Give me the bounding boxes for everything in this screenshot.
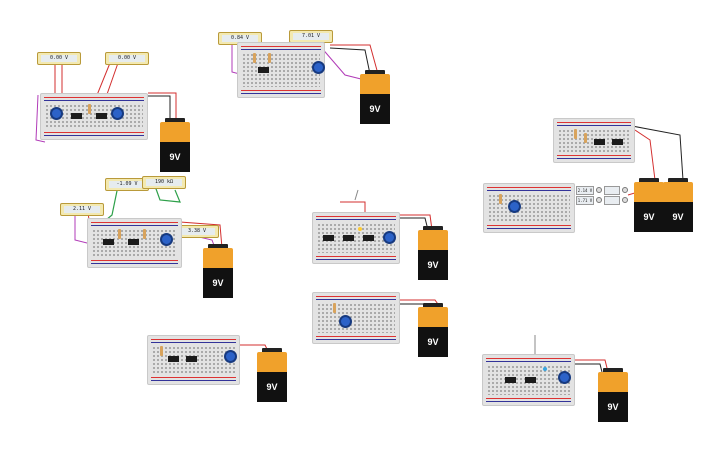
potentiometer[interactable] [508, 200, 521, 213]
resistor[interactable] [88, 104, 91, 114]
meter-reading: 3.38 V [179, 228, 215, 235]
battery-label: 9V [257, 372, 287, 402]
battery-9v[interactable]: 9V [418, 303, 448, 357]
resistor[interactable] [499, 194, 502, 204]
battery-label: 9V [663, 202, 693, 232]
op-amp-chip[interactable] [323, 235, 334, 241]
op-amp-chip[interactable] [594, 139, 605, 145]
op-amp-chip[interactable] [186, 356, 197, 362]
voltage-module[interactable] [604, 196, 620, 205]
breadboard[interactable] [483, 183, 575, 233]
potentiometer[interactable] [50, 107, 63, 120]
resistor[interactable] [333, 303, 336, 313]
multimeter[interactable]: 0.00 V [37, 52, 81, 65]
op-amp-chip[interactable] [168, 356, 179, 362]
battery-9v[interactable]: 9V [418, 226, 448, 280]
battery-label: 9V [634, 202, 664, 232]
breadboard[interactable] [482, 354, 575, 406]
breadboard[interactable] [237, 42, 325, 98]
meter-reading: 0.00 V [41, 55, 77, 62]
breadboard[interactable] [87, 218, 182, 268]
potentiometer[interactable] [224, 350, 237, 363]
voltage-module[interactable]: 2.14 V [576, 186, 594, 195]
resistor[interactable] [268, 53, 271, 63]
multimeter[interactable]: 2.11 V [60, 203, 104, 216]
resistor[interactable] [574, 129, 577, 139]
battery-label: 9V [360, 94, 390, 124]
resistor[interactable] [160, 346, 163, 356]
meter-reading: 7.01 V [293, 33, 329, 40]
led[interactable] [543, 367, 547, 371]
op-amp-chip[interactable] [612, 139, 623, 145]
battery-9v[interactable]: 9V [663, 178, 693, 232]
module-knob[interactable] [622, 187, 628, 193]
led[interactable] [358, 227, 362, 231]
multimeter[interactable]: 190 kΩ [142, 176, 186, 189]
module-knob[interactable] [596, 197, 602, 203]
breadboard[interactable] [553, 118, 635, 163]
module-knob[interactable] [622, 197, 628, 203]
battery-9v[interactable]: 9V [598, 368, 628, 422]
battery-label: 9V [418, 327, 448, 357]
op-amp-chip[interactable] [71, 113, 82, 119]
potentiometer[interactable] [339, 315, 352, 328]
meter-reading: 190 kΩ [146, 179, 182, 186]
resistor[interactable] [253, 53, 256, 63]
op-amp-chip[interactable] [258, 67, 269, 73]
breadboard[interactable] [40, 93, 148, 140]
op-amp-chip[interactable] [343, 235, 354, 241]
breadboard[interactable] [312, 292, 400, 344]
resistor[interactable] [584, 133, 587, 143]
potentiometer[interactable] [312, 61, 325, 74]
breadboard[interactable] [147, 335, 240, 385]
module-knob[interactable] [596, 187, 602, 193]
battery-label: 9V [203, 268, 233, 298]
battery-9v[interactable]: 9V [634, 178, 664, 232]
voltage-module[interactable] [604, 186, 620, 195]
potentiometer[interactable] [558, 371, 571, 384]
meter-reading: 0.00 V [109, 55, 145, 62]
meter-reading: -1.09 V [109, 181, 145, 188]
battery-9v[interactable]: 9V [160, 118, 190, 172]
potentiometer[interactable] [111, 107, 124, 120]
op-amp-chip[interactable] [363, 235, 374, 241]
battery-9v[interactable]: 9V [203, 244, 233, 298]
battery-9v[interactable]: 9V [257, 348, 287, 402]
battery-9v[interactable]: 9V [360, 70, 390, 124]
potentiometer[interactable] [160, 233, 173, 246]
op-amp-chip[interactable] [525, 377, 536, 383]
battery-label: 9V [418, 250, 448, 280]
multimeter[interactable]: 0.00 V [105, 52, 149, 65]
op-amp-chip[interactable] [96, 113, 107, 119]
resistor[interactable] [143, 229, 146, 239]
op-amp-chip[interactable] [505, 377, 516, 383]
battery-label: 9V [598, 392, 628, 422]
meter-reading: 0.84 V [222, 35, 258, 42]
battery-label: 9V [160, 142, 190, 172]
op-amp-chip[interactable] [103, 239, 114, 245]
potentiometer[interactable] [383, 231, 396, 244]
breadboard[interactable] [312, 212, 400, 264]
resistor[interactable] [118, 229, 121, 239]
meter-reading: 2.11 V [64, 206, 100, 213]
voltage-module[interactable]: 1.71 V [576, 196, 594, 205]
op-amp-chip[interactable] [128, 239, 139, 245]
